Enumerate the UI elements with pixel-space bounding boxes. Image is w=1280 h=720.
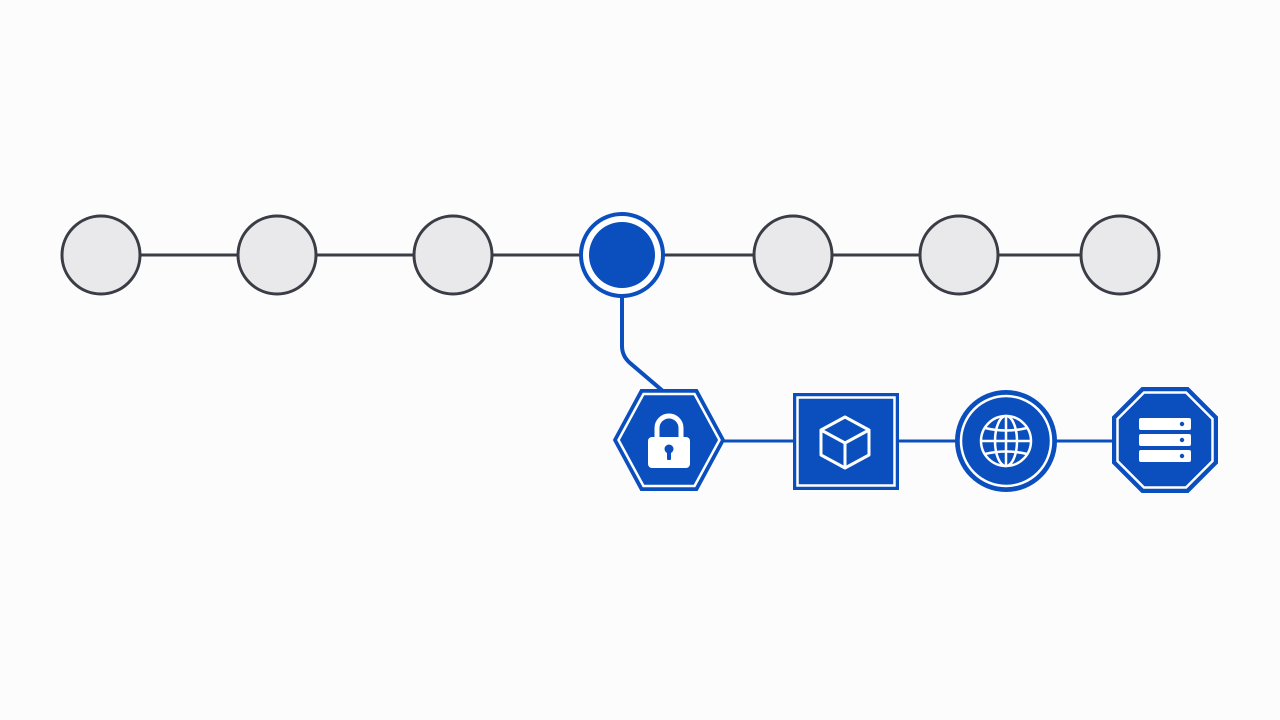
timeline-node-1[interactable] [60, 214, 142, 296]
branch-node-storage[interactable] [1112, 387, 1218, 493]
server-icon [1139, 418, 1191, 462]
branch-node-package[interactable] [793, 393, 899, 490]
timeline-node-3[interactable] [412, 214, 494, 296]
branch-connector [620, 294, 666, 394]
octagon-inner-border [1116, 391, 1214, 489]
branch-node-security[interactable] [612, 389, 726, 491]
timeline-node-5[interactable] [752, 214, 834, 296]
circle-inner-border [959, 394, 1053, 488]
timeline-node-active[interactable] [579, 212, 665, 298]
active-node-core [589, 222, 655, 288]
timeline-node-6[interactable] [918, 214, 1000, 296]
timeline-node-7[interactable] [1079, 214, 1161, 296]
branch-node-network[interactable] [955, 390, 1057, 492]
timeline-nodes [60, 212, 1161, 298]
globe-icon [979, 414, 1033, 468]
cube-icon [819, 415, 871, 470]
square-inner-border [796, 396, 896, 487]
lock-icon [648, 413, 690, 468]
timeline-node-2[interactable] [236, 214, 318, 296]
hexagon-inner-border [617, 392, 721, 488]
